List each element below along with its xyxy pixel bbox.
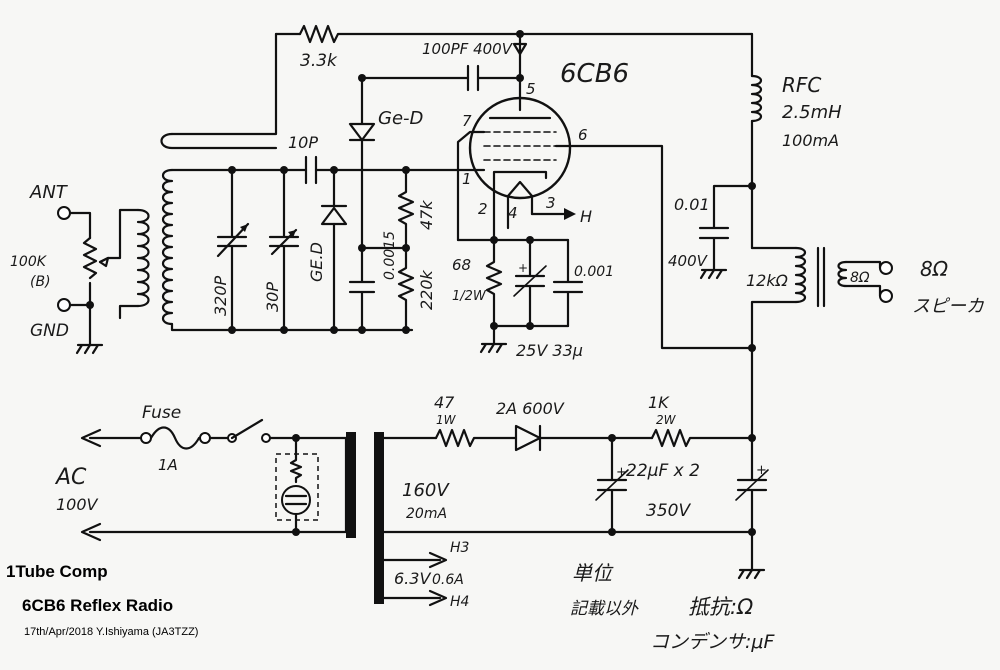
pot-curve: (B) <box>30 274 51 290</box>
pin5: 5 <box>526 80 536 98</box>
ot-primary: 12kΩ <box>746 271 789 290</box>
rfc-value: 2.5mH <box>782 102 842 123</box>
ge-d-label: Ge-D <box>378 108 423 129</box>
svg-text:+: + <box>518 261 528 275</box>
c0001-label: 0.001 <box>574 264 614 280</box>
fuse-label: Fuse <box>142 403 181 423</box>
ged-label: GE.D <box>307 242 326 282</box>
footer-title-2: 6CB6 Reflex Radio <box>22 596 174 615</box>
c33u-label: 25V 33μ <box>516 341 583 360</box>
vc2-label: 30P <box>263 282 282 312</box>
r33k-label: 3.3k <box>300 51 338 71</box>
tube-6cb6: 6CB6 5 7 6 1 2 4 3 H <box>456 59 754 350</box>
footer-title-1: 1Tube Comp <box>6 562 108 581</box>
r47k-label: 47k <box>417 200 436 230</box>
unit-title: 単位 <box>572 561 614 585</box>
r47-label: 47 <box>434 393 455 412</box>
tuning-capacitors: 320P 30P <box>211 166 300 334</box>
r1k-watt: 2W <box>656 413 677 427</box>
c-filter-label: 22μF x 2 <box>626 461 700 481</box>
vc1-label: 320P <box>211 275 230 316</box>
coupling-cap-10p: 10P <box>288 133 460 185</box>
ac-label: AC <box>54 465 87 490</box>
c10p-label: 10P <box>288 133 318 152</box>
tr-hv-label: 160V <box>402 480 450 501</box>
svg-text:+: + <box>756 463 767 478</box>
heater-label: H <box>580 207 592 226</box>
tr-hv-current: 20mA <box>406 506 447 522</box>
gnd-terminal <box>57 298 71 312</box>
pin1: 1 <box>462 170 472 188</box>
svg-text:+: + <box>616 465 627 480</box>
cathode-network: 68 1/2W + 0.001 25V 33μ <box>452 236 614 360</box>
heater-current: 0.6A <box>432 572 464 588</box>
pot-value: 100K <box>10 254 48 270</box>
footer-credit: 17th/Apr/2018 Y.Ishiyama (JA3TZZ) <box>24 626 199 638</box>
volume-pot <box>82 236 98 280</box>
speaker-label: スピーカ <box>912 296 984 317</box>
output-section: RFC 2.5mH 100mA 0.01 400V 12kΩ 8Ω 8Ω スピー… <box>668 32 984 440</box>
h4-label: H4 <box>450 594 469 610</box>
r68-label: 68 <box>452 256 471 274</box>
detector-diodes: GE.D Ge-D 0.0015 <box>307 74 423 334</box>
rfc-current: 100mA <box>782 131 839 150</box>
pin7: 7 <box>462 112 472 130</box>
feedback-network: 3.3k 100PF 400V <box>298 24 754 112</box>
power-supply: AC 100V Fuse 1A 160V 20mA 47 1W <box>54 393 769 610</box>
unit-note: 単位 記載以外 抵抗:Ω コンデンサ:μF <box>570 561 775 653</box>
c100pf-label: 100PF 400V <box>422 40 514 58</box>
gnd-label: GND <box>30 321 69 341</box>
tube-label: 6CB6 <box>560 59 629 89</box>
pin6: 6 <box>578 126 588 144</box>
pin3: 3 <box>546 194 556 212</box>
ground-symbol <box>75 343 104 355</box>
unit-capacitance: コンデンサ:μF <box>650 631 775 653</box>
unit-note-text: 記載以外 <box>570 599 639 619</box>
pin2: 2 <box>478 200 488 218</box>
speaker-impedance: 8Ω <box>920 257 949 281</box>
h3-label: H3 <box>450 540 469 556</box>
ant-terminal <box>57 206 71 220</box>
fuse-rating: 1A <box>158 456 178 474</box>
unit-resistance: 抵抗:Ω <box>688 595 753 619</box>
r47-watt: 1W <box>436 413 457 427</box>
grid-resistors: 47k 220k <box>397 166 436 334</box>
rfc-label: RFC <box>782 73 821 97</box>
ac-voltage: 100V <box>56 495 99 514</box>
pin4: 4 <box>508 204 518 222</box>
tube-envelope <box>468 96 572 200</box>
ot-secondary: 8Ω <box>850 270 870 286</box>
heater-voltage: 6.3V <box>394 569 431 588</box>
ant-label: ANT <box>29 182 69 203</box>
r220k-label: 220k <box>417 269 436 310</box>
r1k-label: 1K <box>648 393 670 412</box>
c001-label: 0.01 <box>674 195 710 214</box>
c001-voltage: 400V <box>668 252 709 270</box>
antenna-input: ANT 100K (B) GND <box>10 182 140 355</box>
c-filter-voltage: 350V <box>646 501 691 521</box>
rectifier-label: 2A 600V <box>496 399 565 418</box>
c0015-label: 0.0015 <box>382 231 398 280</box>
r68-watt: 1/2W <box>452 289 487 304</box>
